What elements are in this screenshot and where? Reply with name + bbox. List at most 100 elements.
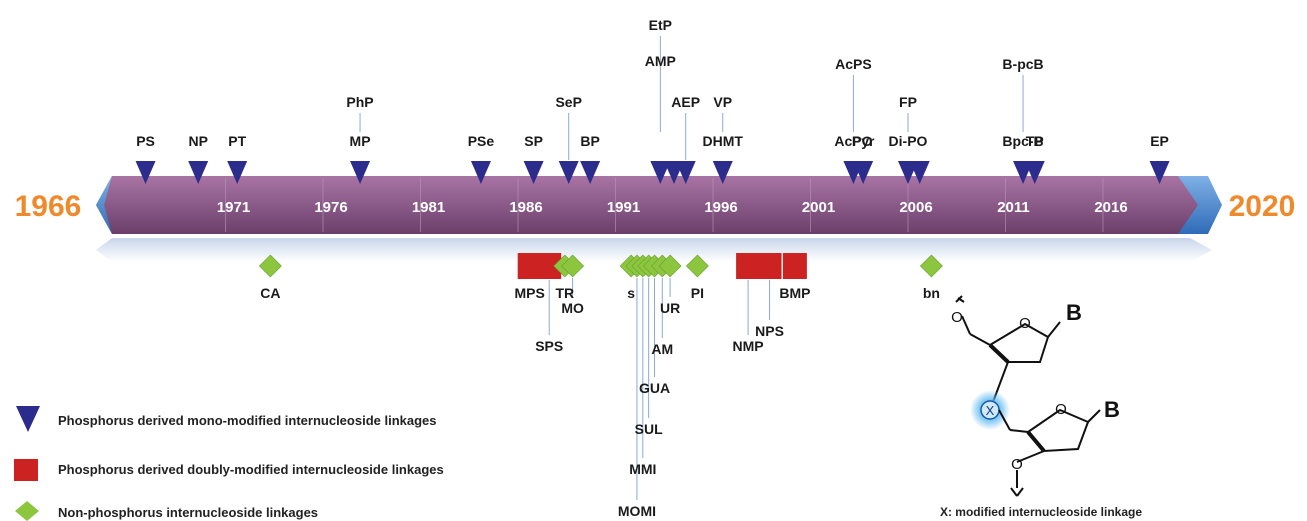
double-square-marker	[757, 253, 782, 279]
mono-label: BP	[580, 133, 599, 149]
nonp-diamond-marker	[561, 254, 585, 278]
mono-label: VP	[713, 94, 732, 110]
mono-label: DHMT	[703, 133, 744, 149]
mono-label: Pyr	[852, 133, 875, 149]
double-label: MPS	[515, 285, 545, 301]
mono-label: SP	[524, 133, 543, 149]
mono-triangle-marker	[350, 161, 371, 184]
mono-label: SeP	[555, 94, 581, 110]
double-square-marker	[736, 253, 761, 279]
mono-label: NP	[188, 133, 207, 149]
mono-triangle-marker	[470, 161, 491, 184]
label-connectors	[359, 36, 1024, 500]
nonp-label: CA	[260, 285, 280, 301]
legend-square-icon	[14, 459, 38, 481]
double-label: NPS	[755, 323, 784, 339]
year-tick-1976: 1976	[314, 199, 347, 216]
mono-triangle-marker	[650, 161, 671, 184]
double-square-marker	[782, 253, 807, 279]
nonp-label: s	[627, 285, 635, 301]
mono-label: TP	[1026, 133, 1044, 149]
timeline-shadow	[96, 238, 1212, 262]
nonp-diamond-marker	[685, 254, 709, 278]
nonp-label: AM	[651, 341, 673, 357]
mono-triangle-marker	[1149, 161, 1170, 184]
year-tick-2011: 2011	[997, 199, 1030, 216]
mono-label: B-pcB	[1002, 56, 1043, 72]
legend-nonp-label: Non-phosphorus internucleoside linkages	[58, 505, 318, 520]
linkage-labels: PS NP PT MP PhP PSe SP SeP BP AMP EtP AEP DHMT VP AcPO…	[136, 17, 1169, 519]
dinucleotide-structure	[955, 295, 1101, 497]
structure-x-label: X	[986, 403, 995, 418]
mono-triangle-marker	[135, 161, 156, 184]
nonp-label: PI	[691, 285, 704, 301]
structure-base-b-1: B	[1066, 300, 1082, 325]
structure-base-b-2: B	[1104, 397, 1120, 422]
mono-triangle-marker	[675, 161, 696, 184]
mono-label: AcPO	[834, 133, 872, 149]
structure-o-bottom: O	[1011, 456, 1023, 473]
mono-triangle-marker	[712, 161, 733, 184]
mono-triangle-marker	[853, 161, 874, 184]
timeline-bar	[96, 176, 1207, 234]
start-year-label: 1966	[15, 190, 82, 223]
mono-label: AcPS	[835, 56, 872, 72]
mono-triangle-marker	[1024, 161, 1045, 184]
year-tick-1981: 1981	[412, 199, 445, 216]
structure-ring-o-2: O	[1055, 401, 1067, 418]
nonp-diamond-marker	[919, 254, 943, 278]
mono-label: PSe	[468, 133, 495, 149]
nonp-label: MOMI	[618, 503, 656, 519]
nonp-label: UR	[660, 300, 680, 316]
nonp-diamond-marker	[658, 254, 682, 278]
mono-label: PT	[228, 133, 246, 149]
mono-triangle-marker	[909, 161, 930, 184]
year-tick-1996: 1996	[704, 199, 737, 216]
nonp-label: MO	[561, 300, 584, 316]
mono-label: AMP	[645, 53, 676, 69]
mono-triangle-marker	[227, 161, 248, 184]
linkage-markers	[135, 161, 1170, 279]
nonp-label: MMI	[629, 461, 656, 477]
mono-triangle-marker	[188, 161, 209, 184]
year-gridlines	[225, 178, 1104, 232]
legend-diamond-icon	[15, 501, 39, 521]
legend: Phosphorus derived mono-modified internu…	[14, 406, 444, 521]
year-tick-1986: 1986	[509, 199, 542, 216]
double-label: NMP	[733, 338, 764, 354]
mono-label: EtP	[649, 17, 672, 33]
structure-ring-o-1: O	[1019, 315, 1031, 332]
timeline-right-tip	[1178, 176, 1222, 234]
year-tick-2001: 2001	[802, 199, 835, 216]
nonp-diamond-marker	[258, 254, 282, 278]
mono-label: AEP	[671, 94, 700, 110]
mono-label: Bpc-B	[1002, 133, 1043, 149]
end-year-label: 2020	[1229, 190, 1296, 223]
nonp-label: TR	[555, 285, 574, 301]
legend-triangle-icon	[16, 406, 40, 432]
mono-triangle-marker	[580, 161, 601, 184]
mono-label: EP	[1150, 133, 1169, 149]
mono-triangle-marker	[558, 161, 579, 184]
double-label: SPS	[535, 338, 563, 354]
structure-caption: X: modified internucleoside linkage	[940, 505, 1142, 519]
year-tick-2006: 2006	[899, 199, 932, 216]
nonp-label: GUA	[639, 380, 670, 396]
mono-label: Di-PO	[889, 133, 928, 149]
mono-triangle-marker	[523, 161, 544, 184]
nonp-label: SUL	[635, 421, 663, 437]
mono-label: PhP	[346, 94, 373, 110]
year-tick-2016: 2016	[1094, 199, 1127, 216]
mono-label: MP	[350, 133, 371, 149]
mono-label: FP	[899, 94, 917, 110]
nonp-label: bn	[923, 285, 940, 301]
double-label: BMP	[779, 285, 810, 301]
mono-label: PS	[136, 133, 155, 149]
legend-double-label: Phosphorus derived doubly-modified inter…	[58, 462, 444, 477]
structure-o-top: O	[951, 309, 963, 326]
year-tick-1991: 1991	[607, 199, 640, 216]
legend-mono-label: Phosphorus derived mono-modified internu…	[58, 413, 437, 428]
timeline-left-tip	[96, 176, 112, 234]
